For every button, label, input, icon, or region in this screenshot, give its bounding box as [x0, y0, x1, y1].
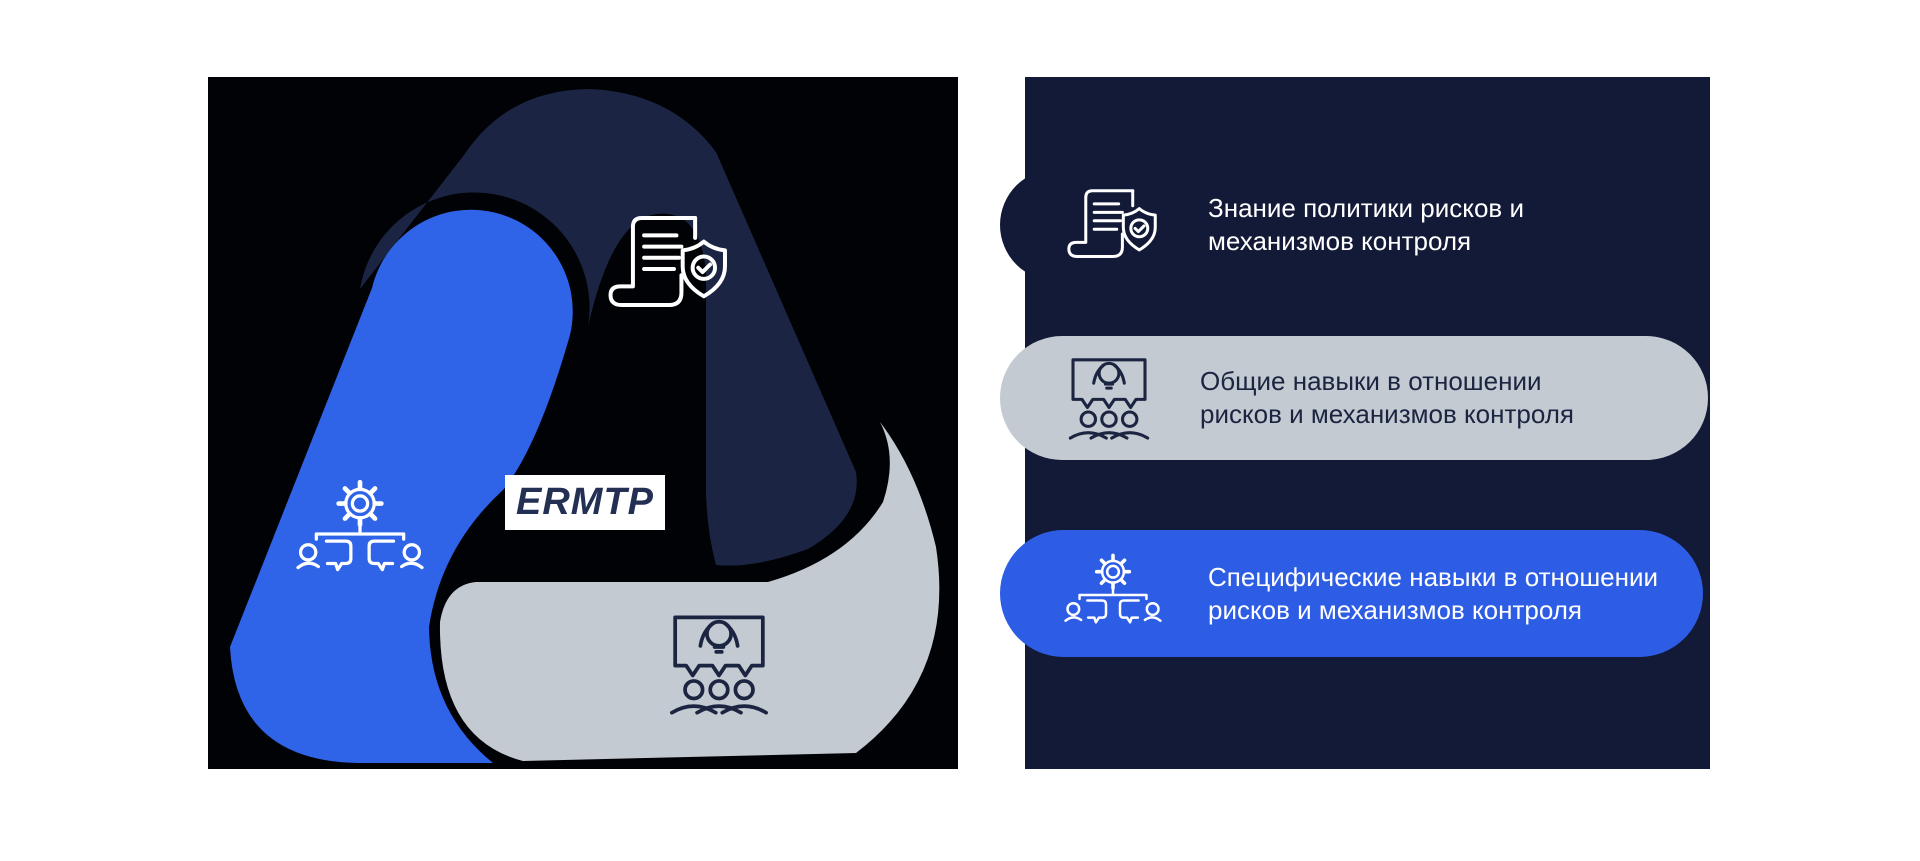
document-shield-icon	[604, 213, 734, 315]
legend-text-line: механизмов контроля	[1208, 226, 1472, 256]
presentation-team-icon	[1064, 356, 1154, 441]
legend-item-policy-text: Знание политики рисков и механизмов конт…	[1208, 192, 1524, 258]
document-shield-icon	[1064, 187, 1162, 264]
general-skills-arm-shape	[439, 422, 940, 761]
legend-item-general-skills-text: Общие навыки в отношении рисков и механи…	[1200, 365, 1574, 431]
legend-text-line: рисков и механизмов контроля	[1208, 594, 1582, 625]
legend-item-specific-skills: Специфические навыки в отношении рисков …	[1000, 530, 1703, 657]
legend-text-line: Знание политики рисков и	[1208, 193, 1524, 223]
legend-text-line: Специфические навыки в отношении	[1208, 561, 1659, 592]
ermtp-label: ERMTP	[505, 475, 665, 530]
policy-arm-shape	[360, 89, 857, 566]
triangle-logo	[230, 89, 940, 763]
diagram-panel: ERMTP	[208, 77, 958, 769]
ermtp-label-text: ERMTP	[516, 481, 654, 523]
legend-text-line: Общие навыки в отношении	[1200, 366, 1542, 396]
legend-text-line: рисков и механизмов контроля	[1200, 399, 1574, 429]
specific-skills-arm-shape	[230, 209, 573, 763]
gear-team-icon	[296, 479, 424, 585]
legend-item-specific-skills-text: Специфические навыки в отношении рисков …	[1208, 561, 1658, 627]
presentation-team-icon	[664, 613, 774, 716]
legend-item-policy: Знание политики рисков и механизмов конт…	[1000, 169, 1692, 281]
legend-item-general-skills: Общие навыки в отношении рисков и механи…	[1000, 336, 1708, 460]
gear-team-icon	[1064, 553, 1162, 634]
